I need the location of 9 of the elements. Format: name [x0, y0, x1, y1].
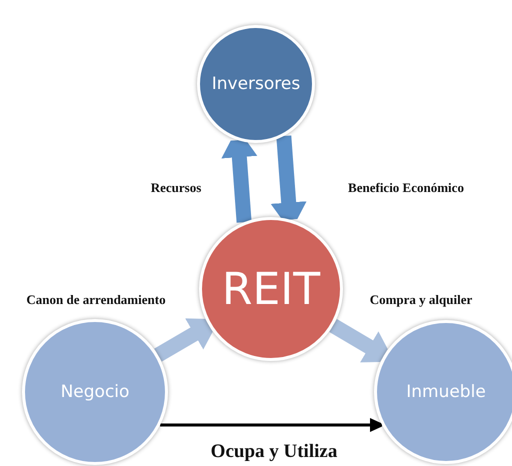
- node-label: Inmueble: [406, 382, 486, 402]
- node-label: Inversores: [212, 74, 300, 94]
- edge-label: Beneficio Económico: [348, 180, 464, 196]
- edge-label: Compra y alquiler: [370, 292, 472, 308]
- edge-label: Recursos: [150, 180, 202, 196]
- node-label: REIT: [222, 264, 320, 314]
- node-label: Negocio: [60, 382, 130, 402]
- edge-label: Ocupa y Utiliza: [210, 441, 338, 463]
- edge-label: Canon de arrendamiento: [26, 292, 166, 308]
